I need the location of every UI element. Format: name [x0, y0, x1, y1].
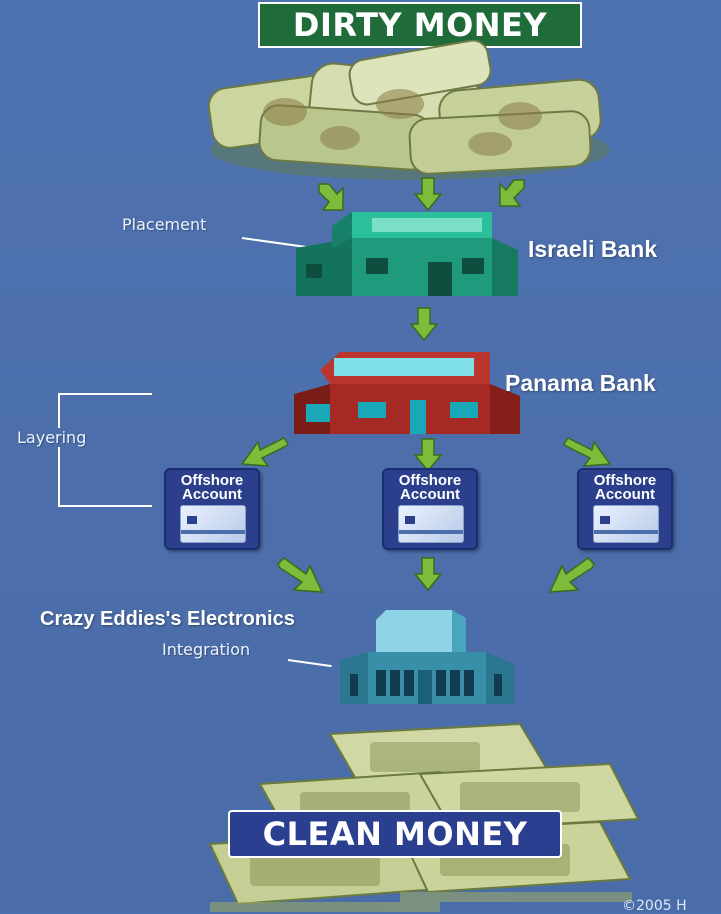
offshore-account-title: Offshore	[180, 472, 244, 489]
credit-card-icon	[593, 505, 659, 543]
arrow-down-icon	[410, 306, 438, 342]
placement-label: Placement	[122, 215, 207, 234]
layering-bracket-top	[58, 393, 152, 395]
arrow-down-right-icon	[562, 436, 612, 470]
store-label: Crazy Eddies's Electronics	[40, 608, 295, 630]
layering-bracket-bottom	[58, 505, 152, 507]
israeli-bank-label: Israeli Bank	[528, 236, 658, 262]
offshore-account-title: Offshore	[398, 472, 462, 489]
layering-label: Layering	[14, 428, 90, 447]
arrow-down-left-icon	[315, 180, 351, 216]
dirty-money-banner: DIRTY MONEY	[258, 2, 582, 48]
integration-pointer-line	[287, 659, 332, 668]
dirty-money-pile-icon	[207, 40, 610, 180]
layering-bracket	[58, 393, 60, 507]
offshore-account-2: Offshore Account	[382, 468, 478, 550]
arrow-down-icon	[414, 437, 442, 473]
electronics-store-building-icon	[340, 610, 514, 704]
dirty-money-title: DIRTY MONEY	[292, 6, 548, 44]
panama-bank-building-icon	[294, 352, 520, 434]
israeli-bank-building-icon	[296, 212, 518, 296]
arrow-down-left-icon	[240, 436, 290, 470]
offshore-account-subtitle: Account	[182, 486, 242, 503]
arrow-down-icon	[414, 556, 442, 592]
offshore-account-subtitle: Account	[595, 486, 655, 503]
offshore-account-1: Offshore Account	[164, 468, 260, 550]
offshore-account-title: Offshore	[593, 472, 657, 489]
arrow-down-icon	[414, 176, 442, 212]
arrow-down-right-icon	[276, 556, 324, 594]
panama-bank-label: Panama Bank	[505, 370, 656, 396]
integration-label: Integration	[162, 640, 251, 659]
clean-money-title: CLEAN MONEY	[262, 815, 528, 853]
copyright-text: ©2005 H	[622, 898, 687, 914]
clean-money-banner: CLEAN MONEY	[228, 810, 562, 858]
offshore-account-subtitle: Account	[400, 486, 460, 503]
credit-card-icon	[398, 505, 464, 543]
credit-card-icon	[180, 505, 246, 543]
arrow-down-right-icon	[492, 176, 528, 212]
arrow-down-left-icon	[548, 556, 596, 594]
offshore-account-3: Offshore Account	[577, 468, 673, 550]
